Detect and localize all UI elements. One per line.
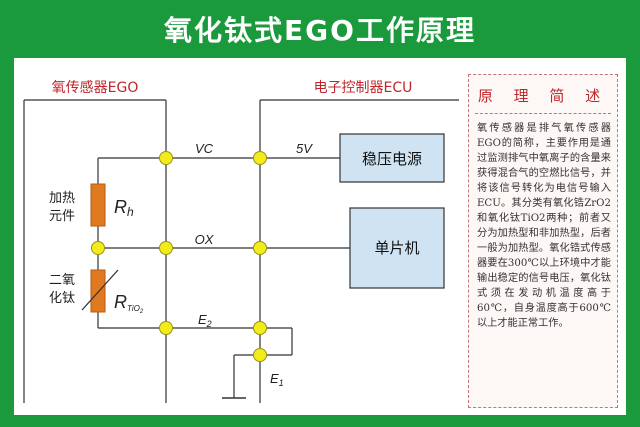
summary-box: 原 理 简 述 氧传感器是排气氧传感器EGO的简称，主要作用是通过监测排气中氧离… bbox=[468, 74, 618, 408]
summary-heading: 原 理 简 述 bbox=[477, 87, 609, 105]
tio2-label-1: 二氧 bbox=[49, 273, 75, 288]
heater-resistor bbox=[90, 183, 106, 227]
node-ego-vc bbox=[159, 151, 173, 165]
variable-resistor-arrow bbox=[81, 269, 119, 311]
mcu-label: 单片机 bbox=[374, 239, 419, 257]
vc-label: VC bbox=[195, 141, 214, 156]
ecu-label: 电子控制器ECU bbox=[314, 80, 413, 96]
tio2-label-2: 化钛 bbox=[49, 291, 75, 306]
node-ecu-ox bbox=[253, 241, 267, 255]
ego-label: 氧传感器EGO bbox=[52, 79, 139, 96]
node-ecu-e1 bbox=[253, 348, 267, 362]
regulator-label: 稳压电源 bbox=[362, 150, 422, 168]
title-bar: 氧化钛式EGO工作原理 bbox=[0, 0, 640, 58]
regulator-block bbox=[339, 133, 445, 183]
rh-symbol: Rh bbox=[114, 197, 134, 219]
summary-body: 氧传感器是排气氧传感器EGO的简称，主要作用是通过监测排气中氧离子的含量来获得混… bbox=[477, 123, 611, 329]
v5-label: 5V bbox=[296, 141, 313, 156]
node-ego-mid bbox=[91, 241, 105, 255]
e1-label: E1 bbox=[270, 371, 284, 388]
mcu-block bbox=[349, 207, 445, 289]
content-panel: 氧传感器EGO 电子控制器ECU 加热 bbox=[14, 58, 626, 415]
heater-label-1: 加热 bbox=[49, 191, 75, 206]
e2-label: E2 bbox=[198, 312, 212, 329]
tio2-resistor bbox=[90, 269, 106, 313]
node-ego-ox bbox=[159, 241, 173, 255]
ox-label: OX bbox=[195, 232, 215, 247]
page-title: 氧化钛式EGO工作原理 bbox=[164, 14, 476, 47]
rtio2-symbol: RTiO2 bbox=[114, 292, 144, 315]
node-ecu-e2 bbox=[253, 321, 267, 335]
summary-divider bbox=[475, 113, 611, 114]
heater-label-2: 元件 bbox=[49, 209, 75, 224]
node-ecu-vc bbox=[253, 151, 267, 165]
node-ego-e2 bbox=[159, 321, 173, 335]
circuit-diagram: 氧传感器EGO 电子控制器ECU 加热 bbox=[23, 79, 459, 403]
